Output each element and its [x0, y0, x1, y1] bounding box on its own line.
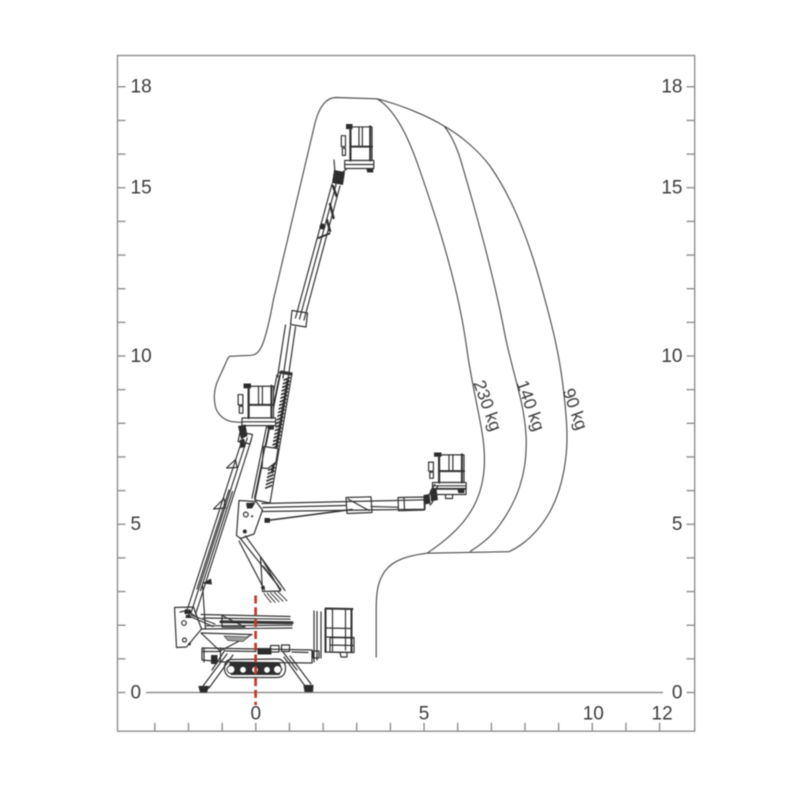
svg-text:5: 5	[419, 704, 430, 725]
svg-text:5: 5	[672, 514, 683, 535]
svg-text:18: 18	[661, 77, 682, 98]
svg-text:90 kg: 90 kg	[559, 385, 592, 432]
svg-text:5: 5	[131, 514, 142, 535]
svg-text:140 kg: 140 kg	[512, 377, 549, 433]
svg-text:10: 10	[131, 346, 152, 367]
svg-text:10: 10	[583, 704, 604, 725]
svg-text:0: 0	[131, 682, 142, 703]
svg-text:10: 10	[661, 346, 682, 367]
svg-text:0: 0	[672, 682, 683, 703]
svg-text:230 kg: 230 kg	[469, 377, 506, 433]
svg-text:15: 15	[661, 178, 682, 199]
svg-text:18: 18	[131, 77, 152, 98]
svg-text:12: 12	[652, 704, 673, 725]
svg-text:0: 0	[251, 704, 262, 725]
svg-text:15: 15	[131, 178, 152, 199]
